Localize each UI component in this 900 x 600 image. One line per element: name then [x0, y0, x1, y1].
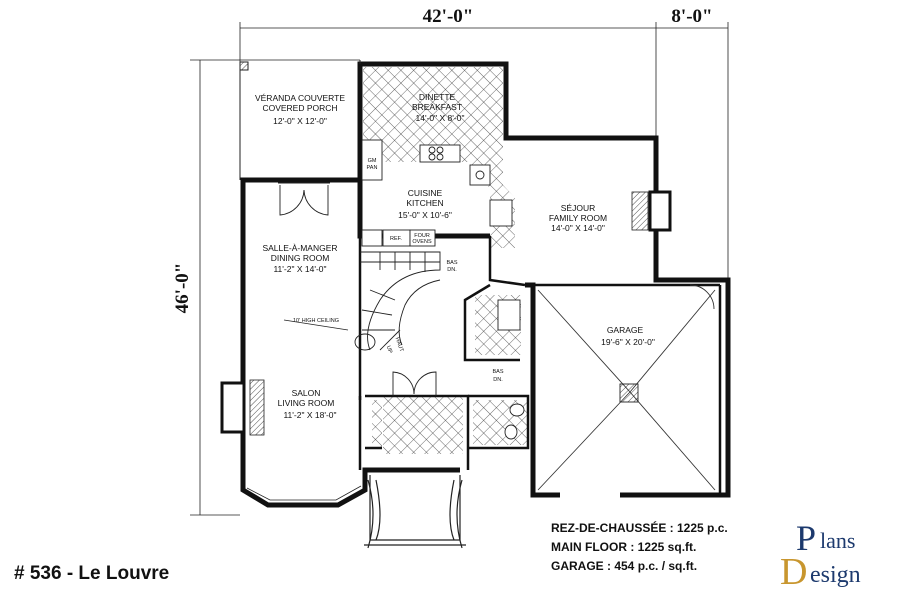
plan-title: # 536 - Le Louvre [14, 563, 170, 584]
lower-down-label-2: DN. [493, 377, 503, 383]
ceiling-note-leader [283, 319, 349, 331]
room-labels: VÉRANDA COUVERTE COVERED PORCH 12'-0" X … [255, 92, 655, 420]
fixture-labels: GM PAN REF. FOUR OVENS 10' HIGH CEILING … [293, 158, 504, 383]
living-bay-inner [246, 485, 362, 501]
interior-walls [358, 64, 722, 495]
dining-size: 11'-2" X 14'-0" [273, 264, 326, 274]
powder-room-fixtures [497, 299, 525, 440]
pantry-label-1: GM [368, 158, 377, 164]
ovens-label-1: FOUR [414, 233, 430, 239]
entry-double-door [392, 371, 437, 396]
family-label-en: FAMILY ROOM [549, 213, 607, 223]
dining-french-doors [278, 182, 330, 216]
family-label-fr: SÉJOUR [561, 203, 595, 213]
garage-label: GARAGE [607, 325, 644, 335]
living-label-en: LIVING ROOM [278, 398, 335, 408]
dining-label-en: DINING ROOM [271, 253, 330, 263]
dinette-label-en: BREAKFAST [412, 102, 462, 112]
width-dimension: 42'-0" [423, 6, 474, 27]
garage-area: GARAGE : 454 p.c. / sq.ft. [551, 559, 698, 573]
main-floor-area-en: MAIN FLOOR : 1225 sq.ft. [551, 540, 697, 554]
kitchen-label-en: KITCHEN [406, 198, 443, 208]
lower-down-label-1: BAS [492, 369, 503, 375]
stairs-up-label-en: UP [385, 345, 393, 355]
logo-word-design: esign [810, 562, 861, 588]
kitchen-label-fr: CUISINE [408, 188, 443, 198]
logo-word-plans: lans [820, 528, 855, 553]
porch-label-fr: VÉRANDA COUVERTE [255, 93, 345, 103]
stairs-down-label-1: BAS [446, 260, 457, 266]
area-summary: REZ-DE-CHAUSSÉE : 1225 p.c. MAIN FLOOR :… [551, 519, 728, 576]
porch-label-en: COVERED PORCH [262, 103, 337, 113]
kitchen-size: 15'-0" X 10'-6" [398, 210, 452, 220]
dinette-size: 14'-0" X 8'-0" [416, 113, 465, 123]
fridge-label: REF. [390, 236, 402, 242]
dining-label-fr: SALLE-À-MANGER [262, 243, 337, 253]
plans-design-logo: P lans D esign [780, 518, 861, 590]
ceiling-note: 10' HIGH CEILING [293, 318, 339, 324]
fireplaces [220, 190, 672, 436]
kitchen-fixtures [361, 139, 513, 247]
stairs-down-label-2: DN. [447, 267, 457, 273]
pantry-label-2: PAN [367, 165, 378, 171]
depth-dimension: 46'-0" [172, 263, 193, 314]
family-size: 14'-0" X 14'-0" [551, 223, 605, 233]
living-size: 11'-2" X 18'-0" [283, 410, 336, 420]
staircase [354, 251, 441, 351]
logo-letter-d: D [780, 551, 807, 590]
garage-roof-lines [537, 284, 716, 491]
dinette-label-fr: DINETTE [419, 92, 456, 102]
stairs-up-label: HAUT [394, 337, 405, 354]
garage-extension-dimension: 8'-0" [671, 6, 712, 27]
living-label-fr: SALON [292, 388, 321, 398]
logo-letter-p: P [796, 518, 816, 558]
main-floor-area-fr: REZ-DE-CHAUSSÉE : 1225 p.c. [551, 521, 728, 535]
front-steps [364, 475, 466, 549]
porch-outline [239, 60, 361, 180]
garage-size: 19'-6" X 20'-0" [601, 337, 655, 347]
ovens-label-2: OVENS [412, 239, 432, 245]
porch-size: 12'-0" X 12'-0" [273, 116, 327, 126]
